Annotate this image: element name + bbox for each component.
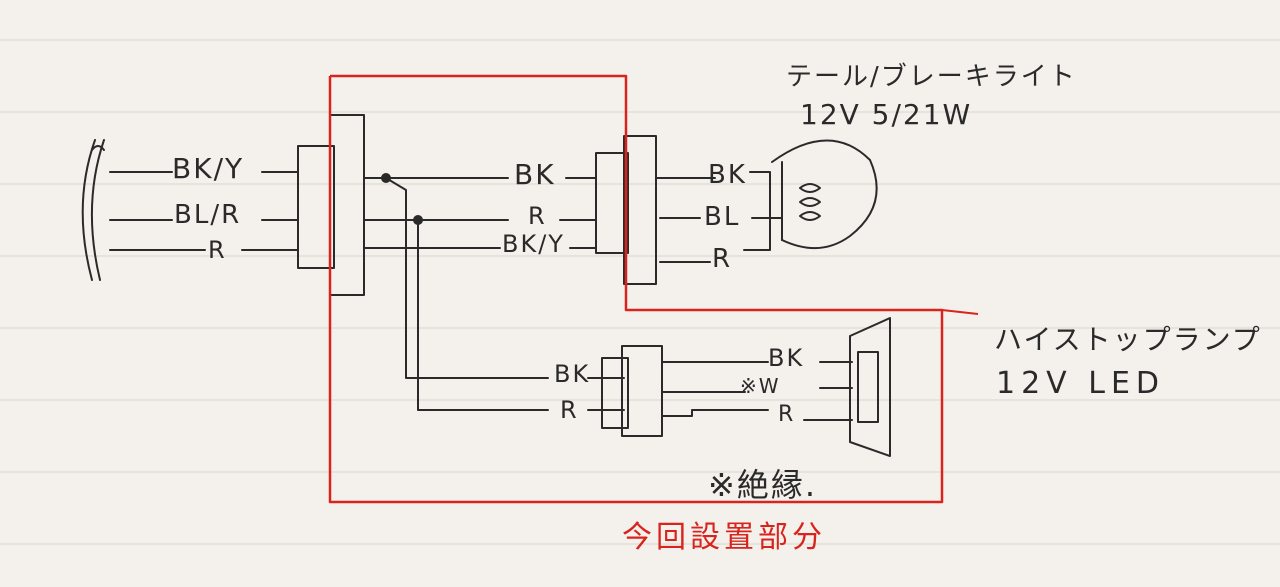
mid-label-r: R [528, 202, 547, 230]
stop-lamp-body [849, 317, 891, 457]
tail-light-title: テール/ブレーキライト [786, 62, 1077, 92]
harness-label-bky: BK/Y [172, 152, 245, 185]
connector-block [601, 357, 629, 429]
branch-wire-bk [385, 177, 549, 379]
install-section-label: 今回設置部分 [622, 520, 826, 555]
bulb-outline [771, 139, 878, 250]
tail-wire-label-r: R [712, 244, 733, 274]
mid-label-bk: BK [514, 158, 556, 191]
harness-bundle-arc [81, 139, 96, 281]
connector-block [329, 114, 365, 296]
stop-lamp-title: ハイストップランプ [994, 323, 1262, 356]
tail-wire-label-bk: BK [708, 160, 747, 190]
stop-wire-label-w: ※W [740, 374, 781, 398]
tail-light-rating: 12V 5/21W [800, 98, 973, 131]
stop-input-label-bk: BK [554, 360, 591, 388]
mid-label-bky: BK/Y [502, 230, 565, 258]
harness-bundle-arc [90, 139, 105, 281]
stop-lamp-rating: 12V LED [996, 366, 1166, 401]
harness-label-blr: BL/R [174, 200, 242, 230]
stop-wire-label-bk: BK [768, 344, 805, 372]
tail-wire-label-bl: BL [704, 202, 741, 232]
connector-block [623, 135, 657, 285]
bulb-filament [799, 183, 821, 221]
connector-block [595, 152, 629, 254]
harness-label-r: R [208, 236, 227, 264]
branch-wire-r [417, 219, 549, 411]
insulation-note: ※絶縁. [708, 466, 817, 504]
stop-wire-label-r: R [778, 402, 796, 427]
stop-input-label-r: R [560, 396, 579, 424]
connector-block [297, 145, 335, 269]
